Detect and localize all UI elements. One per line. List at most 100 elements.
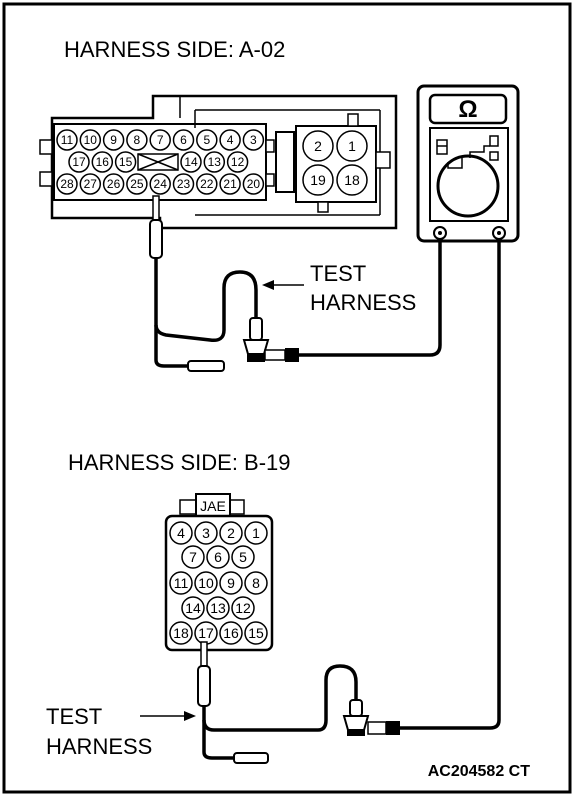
pin-number: 10 bbox=[84, 133, 98, 147]
pin-cavity bbox=[302, 130, 334, 162]
pin-number: 14 bbox=[185, 600, 201, 616]
pin-number: 4 bbox=[227, 133, 234, 147]
pin-number: 15 bbox=[119, 155, 133, 169]
pin-number: 2 bbox=[314, 138, 322, 154]
pin-cavity bbox=[242, 129, 265, 151]
pin-cavity bbox=[68, 151, 90, 173]
harness-b-title: HARNESS SIDE: B-19 bbox=[68, 450, 291, 475]
pin-number: 9 bbox=[110, 133, 117, 147]
pin-number: 10 bbox=[198, 575, 214, 591]
selector-dial bbox=[436, 154, 500, 218]
pin-cavity bbox=[172, 173, 195, 195]
pin-cavity bbox=[244, 571, 268, 595]
pin-number: 17 bbox=[72, 155, 86, 169]
pin-cavity bbox=[181, 545, 205, 569]
pin-cavity bbox=[102, 129, 125, 151]
figure-code: AC204582 CT bbox=[428, 763, 531, 780]
pin-number: 16 bbox=[96, 155, 110, 169]
pin-cavity bbox=[336, 130, 368, 162]
pin-cavity bbox=[203, 151, 226, 173]
pin-cavity bbox=[169, 571, 193, 595]
test-harness-top-label-2: HARNESS bbox=[310, 290, 416, 315]
pin-number: 14 bbox=[184, 155, 198, 169]
pin-number: 6 bbox=[180, 133, 187, 147]
pin-cavity bbox=[194, 571, 218, 595]
test-harness-bottom-label-2: HARNESS bbox=[46, 734, 152, 759]
pin-number: 1 bbox=[348, 138, 356, 154]
pin-number: 12 bbox=[235, 600, 251, 616]
pin-number: 22 bbox=[200, 177, 214, 191]
pin-cavity bbox=[172, 129, 195, 151]
pin-cavity bbox=[244, 521, 268, 545]
pin-cavity bbox=[169, 621, 193, 645]
pin-number: 11 bbox=[174, 575, 189, 591]
pin-cavity bbox=[206, 545, 230, 569]
pin-number: 1 bbox=[252, 525, 260, 541]
pin-cavity bbox=[219, 621, 243, 645]
pin-number: 18 bbox=[344, 172, 360, 188]
pin-number: 24 bbox=[154, 177, 168, 191]
pin-cavity bbox=[206, 596, 230, 620]
pin-cavity bbox=[196, 173, 218, 195]
connector-a02-blank-cavity bbox=[137, 153, 179, 171]
ohm-symbol: Ω bbox=[458, 96, 477, 123]
pin-cavity bbox=[102, 173, 125, 195]
pin-cavity bbox=[79, 129, 102, 151]
pin-cavity bbox=[231, 596, 255, 620]
pin-cavity bbox=[302, 164, 334, 196]
test-harness-bottom-label-1: TEST bbox=[46, 704, 102, 729]
pin-cavity bbox=[219, 173, 241, 195]
pin-number: 8 bbox=[134, 133, 141, 147]
pin-cavity bbox=[194, 521, 218, 545]
pin-cavity bbox=[196, 129, 218, 151]
pin-number: 4 bbox=[177, 525, 185, 541]
pin-cavity bbox=[226, 151, 249, 173]
pin-number: 9 bbox=[227, 575, 235, 591]
pin-cavity bbox=[79, 173, 102, 195]
pin-cavity bbox=[149, 173, 171, 195]
ohmmeter: Ω bbox=[416, 84, 520, 243]
pin-number: 5 bbox=[203, 133, 210, 147]
pin-number: 3 bbox=[202, 525, 210, 541]
pin-number: 27 bbox=[84, 177, 98, 191]
pin-cavity bbox=[169, 521, 193, 545]
pin-number: 21 bbox=[223, 177, 237, 191]
pin-cavity bbox=[126, 129, 148, 151]
pin-cavity bbox=[219, 129, 241, 151]
connector-b-tag: JAE bbox=[200, 498, 226, 514]
pin-cavity bbox=[56, 129, 78, 151]
pin-number: 25 bbox=[130, 177, 144, 191]
pin-number: 15 bbox=[248, 625, 264, 641]
pin-number: 20 bbox=[247, 177, 261, 191]
pin-number: 11 bbox=[61, 133, 74, 147]
pin-cavity bbox=[242, 173, 265, 195]
pin-number: 26 bbox=[107, 177, 121, 191]
pin-cavity bbox=[231, 545, 255, 569]
pin-cavity bbox=[181, 596, 205, 620]
pin-cavity bbox=[56, 173, 78, 195]
pin-number: 7 bbox=[189, 549, 197, 565]
pin-cavity bbox=[219, 571, 243, 595]
pin-number: 28 bbox=[60, 177, 74, 191]
pin-cavity bbox=[149, 129, 171, 151]
pin-cavity bbox=[180, 151, 202, 173]
pin-number: 12 bbox=[231, 155, 245, 169]
pin-number: 13 bbox=[208, 155, 222, 169]
pin-number: 13 bbox=[210, 600, 226, 616]
pin-number: 16 bbox=[223, 625, 239, 641]
test-harness-top-label-1: TEST bbox=[310, 261, 366, 286]
harness-a-title: HARNESS SIDE: A-02 bbox=[64, 37, 285, 62]
meter-lead-right bbox=[400, 239, 501, 730]
test-harness-bottom: TEST HARNESS bbox=[46, 641, 400, 764]
pin-number: 23 bbox=[177, 177, 191, 191]
pin-number: 2 bbox=[227, 525, 235, 541]
pin-cavity bbox=[114, 151, 137, 173]
pin-cavity bbox=[219, 521, 243, 545]
pin-number: 7 bbox=[157, 133, 164, 147]
